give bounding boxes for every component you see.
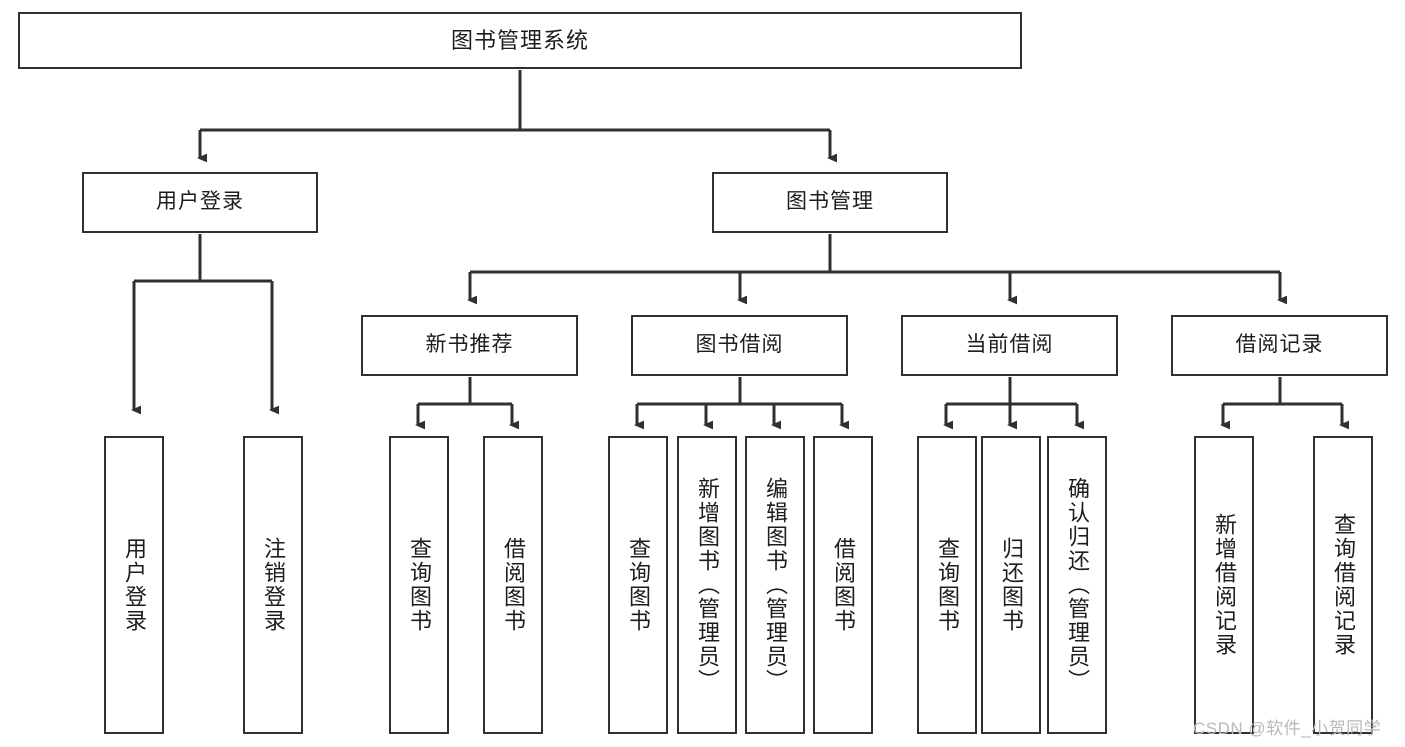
node-label: 图书借阅 [695, 333, 784, 357]
leaf-current-borrow-query[interactable]: 查询图书 [917, 436, 977, 734]
csdn-watermark: CSDN @软件_小贺同学 [1193, 719, 1382, 738]
node-label: 编辑图书（管理员） [763, 477, 788, 693]
leaf-borrow-record-add[interactable]: 新增借阅记录 [1194, 436, 1254, 734]
node-label: 图书管理 [786, 190, 874, 214]
node-label: 借阅图书 [501, 537, 526, 633]
node-label: 注销登录 [261, 537, 286, 633]
node-label: 用户登录 [156, 190, 244, 214]
node-label: 查询图书 [935, 537, 960, 633]
leaf-book-borrow-add[interactable]: 新增图书（管理员） [677, 436, 737, 734]
node-user-login[interactable]: 用户登录 [82, 172, 318, 233]
node-book-management[interactable]: 图书管理 [712, 172, 948, 233]
node-book-borrow[interactable]: 图书借阅 [631, 315, 848, 376]
node-label: 新增图书（管理员） [695, 477, 720, 693]
node-label: 新增借阅记录 [1212, 513, 1237, 657]
node-borrow-record[interactable]: 借阅记录 [1171, 315, 1388, 376]
node-label: 新书推荐 [425, 333, 514, 357]
node-label: 借阅记录 [1235, 333, 1324, 357]
node-label: 图书管理系统 [450, 27, 589, 53]
leaf-user-login-signin[interactable]: 用户登录 [104, 436, 164, 734]
node-label: 用户登录 [122, 537, 147, 633]
node-label: 当前借阅 [965, 333, 1054, 357]
node-current-borrow[interactable]: 当前借阅 [901, 315, 1118, 376]
leaf-current-borrow-return[interactable]: 归还图书 [981, 436, 1041, 734]
node-label: 借阅图书 [831, 537, 856, 633]
leaf-user-login-signout[interactable]: 注销登录 [243, 436, 303, 734]
leaf-book-borrow-query[interactable]: 查询图书 [608, 436, 668, 734]
leaf-new-book-borrow[interactable]: 借阅图书 [483, 436, 543, 734]
node-label: 查询图书 [626, 537, 651, 633]
leaf-borrow-record-query[interactable]: 查询借阅记录 [1313, 436, 1373, 734]
node-root-system[interactable]: 图书管理系统 [18, 12, 1022, 69]
leaf-current-borrow-confirm-return[interactable]: 确认归还（管理员） [1047, 436, 1107, 734]
leaf-book-borrow-edit[interactable]: 编辑图书（管理员） [745, 436, 805, 734]
leaf-new-book-query[interactable]: 查询图书 [389, 436, 449, 734]
node-label: 确认归还（管理员） [1065, 477, 1090, 693]
leaf-book-borrow-lend[interactable]: 借阅图书 [813, 436, 873, 734]
node-label: 查询图书 [407, 537, 432, 633]
node-new-book-recommend[interactable]: 新书推荐 [361, 315, 578, 376]
node-label: 查询借阅记录 [1331, 513, 1356, 657]
node-label: 归还图书 [999, 537, 1024, 633]
